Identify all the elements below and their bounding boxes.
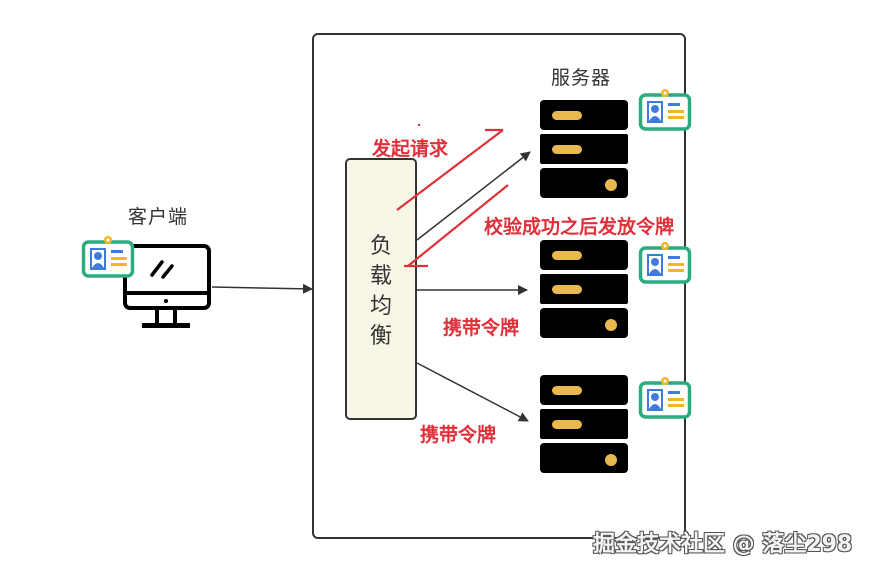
lb-to-server-3-arrow: [416, 362, 529, 422]
load-balancer-label: 负 载 均 衡: [347, 232, 415, 352]
red-request-arrow: [396, 124, 504, 211]
client-to-lb-arrow: [211, 283, 313, 294]
server-1-icon: [540, 100, 628, 198]
server-cluster-boundary: [312, 33, 686, 539]
red-token-return-arrow: [404, 184, 509, 268]
annotation-initiate-request: 发起请求: [372, 138, 449, 160]
server-2-icon: [540, 240, 628, 338]
server-1-token-badge-icon: [638, 87, 692, 131]
lb-to-server-1-arrow: [416, 151, 531, 241]
server-3-icon: [540, 375, 628, 473]
server-3-token-badge-icon: [638, 375, 692, 419]
lb-char: 载: [369, 264, 392, 289]
server-group-label: 服务器: [551, 67, 612, 89]
server-2-token-badge-icon: [638, 240, 692, 284]
client-computer-icon: [123, 244, 211, 328]
load-balancer-box[interactable]: 负 载 均 衡: [345, 158, 417, 420]
annotation-issue-token: 校验成功之后发放令牌: [484, 216, 675, 238]
client-label: 客户端: [128, 206, 189, 228]
lb-char: 负: [369, 234, 392, 259]
annotation-carry-token-1: 携带令牌: [443, 317, 520, 339]
lb-char: 衡: [369, 324, 392, 349]
annotation-carry-token-2: 携带令牌: [420, 424, 497, 446]
client-token-badge-icon: [81, 234, 135, 278]
watermark: 掘金技术社区 @ 落尘298: [593, 532, 853, 557]
lb-char: 均: [369, 294, 392, 319]
